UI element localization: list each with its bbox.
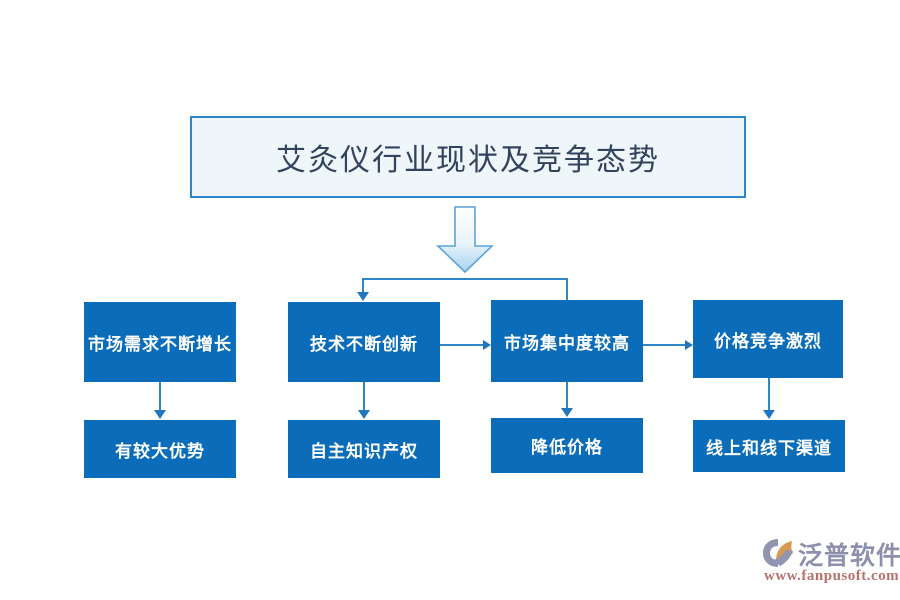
connector-horizontal-bus — [362, 278, 568, 280]
node-label: 技术不断创新 — [310, 334, 418, 354]
connector-a-to-a2 — [159, 382, 161, 411]
arrowhead-into-node-b — [357, 292, 369, 301]
arrowhead-into-node-c2 — [561, 408, 573, 417]
node-market-demand-growth[interactable]: 市场需求不断增长 — [84, 302, 236, 382]
connector-b-to-c — [440, 344, 484, 346]
arrowhead-into-node-a2 — [154, 410, 166, 419]
connector-bus-to-node-b — [362, 278, 364, 293]
node-label: 降低价格 — [531, 438, 603, 457]
node-significant-advantage[interactable]: 有较大优势 — [84, 420, 236, 478]
arrowhead-into-node-c — [483, 340, 491, 350]
node-label: 市场需求不断增长 — [88, 334, 232, 354]
node-independent-ip[interactable]: 自主知识产权 — [288, 420, 440, 478]
fanpu-logo-mark-icon — [762, 538, 796, 568]
arrowhead-into-node-d2 — [763, 410, 775, 419]
watermark-logo: 泛普软件 www.fanpusoft.com — [762, 536, 900, 590]
node-label: 价格竞争激烈 — [714, 331, 822, 351]
brand-name: 泛普软件 — [798, 541, 900, 570]
node-price-competition[interactable]: 价格竞争激烈 — [693, 300, 843, 378]
connector-trunk-vertical — [566, 278, 568, 302]
block-arrow-down-icon — [435, 206, 495, 274]
node-tech-innovation[interactable]: 技术不断创新 — [288, 302, 440, 382]
node-label: 有较大优势 — [115, 441, 205, 461]
diagram-title-box: 艾灸仪行业现状及竞争态势 — [190, 116, 746, 198]
page-title: 艾灸仪行业现状及竞争态势 — [276, 144, 660, 177]
arrowhead-into-node-d — [685, 340, 693, 350]
node-label: 线上和线下渠道 — [706, 438, 832, 458]
node-label: 自主知识产权 — [310, 441, 418, 461]
node-online-offline-channels[interactable]: 线上和线下渠道 — [693, 420, 845, 472]
brand-url: www.fanpusoft.com — [764, 568, 900, 584]
node-label: 市场集中度较高 — [504, 333, 630, 353]
node-market-concentration[interactable]: 市场集中度较高 — [491, 300, 643, 382]
connector-b-to-b2 — [363, 382, 365, 411]
connector-c-to-c2 — [566, 382, 568, 409]
arrowhead-into-node-b2 — [358, 410, 370, 419]
connector-c-to-d — [643, 344, 686, 346]
connector-d-to-d2 — [768, 378, 770, 411]
node-lower-price[interactable]: 降低价格 — [491, 418, 643, 473]
